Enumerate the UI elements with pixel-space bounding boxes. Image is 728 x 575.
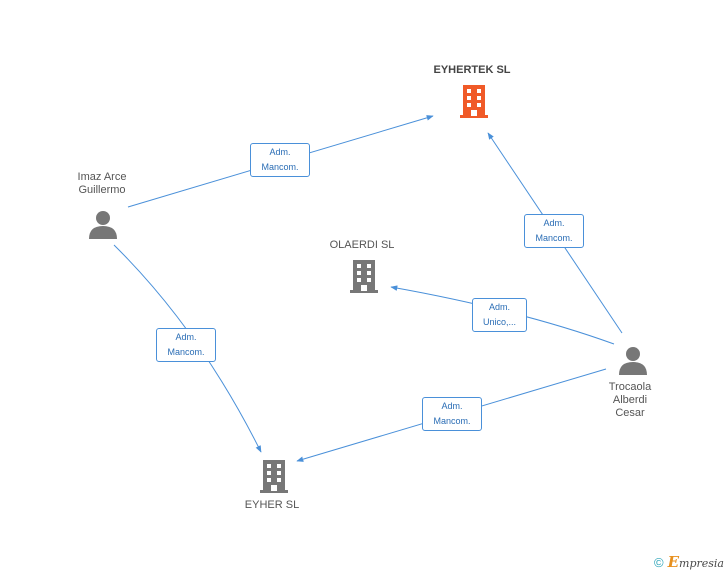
edge-role-line: Mancom. xyxy=(433,416,471,426)
person-name-line: Cesar xyxy=(615,407,645,419)
empresia-logo[interactable]: Empresia xyxy=(668,553,724,571)
edge-role-line: Unico,... xyxy=(482,317,516,327)
person-label-imaz[interactable]: Imaz Arce Guillermo xyxy=(56,171,148,197)
copyright-icon: © xyxy=(654,554,664,570)
company-label-olaerdi[interactable]: OLAERDI SL xyxy=(329,239,395,251)
edge-role-line: Adm. xyxy=(543,218,565,228)
edge-label-trocaola-olaerdi[interactable]: Adm. Unico,... xyxy=(472,298,527,332)
edge-label-imaz-eyher[interactable]: Adm. Mancom. xyxy=(156,328,216,362)
edge-role-line: Mancom. xyxy=(535,233,573,243)
person-name-line: Trocaola xyxy=(608,381,652,393)
building-icon[interactable] xyxy=(258,459,290,493)
company-label-eyhertek[interactable]: EYHERTEK SL xyxy=(433,64,511,76)
brand-initial: E xyxy=(667,553,680,571)
person-name-line: Alberdi xyxy=(612,394,648,406)
building-icon[interactable] xyxy=(458,84,490,118)
person-label-trocaola[interactable]: Trocaola Alberdi Cesar xyxy=(584,381,676,420)
company-label-eyher[interactable]: EYHER SL xyxy=(244,499,300,511)
person-icon[interactable] xyxy=(87,209,119,239)
edge-role-line: Adm. xyxy=(175,332,197,342)
edge-role-line: Adm. xyxy=(441,401,463,411)
edge-role-line: Mancom. xyxy=(167,347,205,357)
footer-brand: © Empresia xyxy=(654,553,724,571)
building-icon[interactable] xyxy=(348,259,380,293)
edge-role-line: Adm. xyxy=(269,147,291,157)
edge-label-imaz-eyhertek[interactable]: Adm. Mancom. xyxy=(250,143,310,177)
edge-label-trocaola-eyhertek[interactable]: Adm. Mancom. xyxy=(524,214,584,248)
person-name-line: Imaz Arce xyxy=(77,171,127,183)
person-icon[interactable] xyxy=(617,345,649,375)
edge-role-line: Adm. xyxy=(488,302,510,312)
person-name-line: Guillermo xyxy=(78,184,126,196)
brand-name: mpresia xyxy=(679,557,724,570)
edge-role-line: Mancom. xyxy=(261,162,299,172)
edge-label-trocaola-eyher[interactable]: Adm. Mancom. xyxy=(422,397,482,431)
